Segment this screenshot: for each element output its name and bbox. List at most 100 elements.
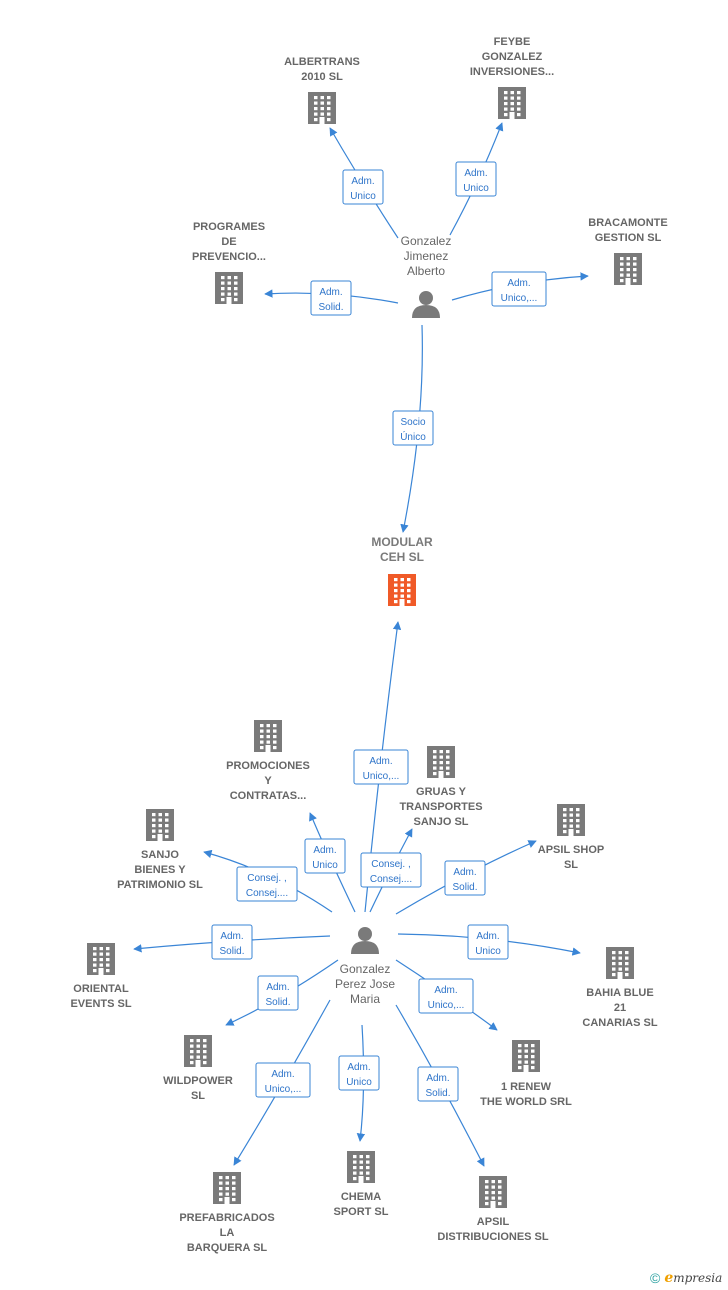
relation-label-line: Adm. xyxy=(507,278,530,289)
relation-label-text: Adm.Unico,... xyxy=(363,756,400,782)
company-programes-building-icon[interactable] xyxy=(215,272,243,304)
company-chema-label-line: CHEMA xyxy=(341,1191,381,1203)
relation-label-bracamonte[interactable]: Adm.Unico,... xyxy=(491,271,547,307)
relation-label-line: Unico,... xyxy=(265,1084,302,1095)
center-company-building-icon[interactable] xyxy=(388,574,416,606)
company-gruas-building-icon[interactable] xyxy=(427,746,455,778)
relation-label-line: Unico,... xyxy=(428,1000,465,1011)
relation-label-wildpower[interactable]: Adm.Solid. xyxy=(257,975,299,1011)
company-renew-building-icon[interactable] xyxy=(512,1040,540,1072)
company-prefabricados-building-icon[interactable] xyxy=(213,1172,241,1204)
relation-label-box xyxy=(236,866,298,902)
company-albertrans-building-icon[interactable] xyxy=(308,92,336,124)
relation-label-feybe[interactable]: Adm.Unico xyxy=(455,161,497,197)
relation-label-text: Adm. Unico xyxy=(346,1062,372,1088)
person-p2-icon[interactable] xyxy=(351,927,379,954)
relation-label-modular2[interactable]: Adm.Unico,... xyxy=(353,749,409,785)
relation-label-programes[interactable]: Adm. Solid. xyxy=(310,280,352,316)
company-sanjo-label-line: PATRIMONIO SL xyxy=(117,879,203,891)
person-p2-label-line: Maria xyxy=(350,992,380,1006)
relation-label-line: Adm. xyxy=(220,931,243,942)
relation-label-promociones[interactable]: Adm.Unico xyxy=(304,838,346,874)
company-apsildist-label-line: APSIL xyxy=(477,1216,510,1228)
relation-label-box xyxy=(491,271,547,307)
relation-label-sanjo[interactable]: Consej. ,Consej.... xyxy=(236,866,298,902)
center-company-label-line: MODULAR xyxy=(371,535,433,549)
brand-logo[interactable]: empresia xyxy=(664,1270,723,1286)
company-apsilshop-building-icon[interactable] xyxy=(557,804,585,836)
company-renew-label-line: 1 RENEW xyxy=(501,1081,552,1093)
company-sanjo-building-icon[interactable] xyxy=(146,809,174,841)
footer-brand: © empresia xyxy=(650,1270,722,1286)
company-albertrans-label-line: 2010 SL xyxy=(301,71,343,83)
relation-label-bahia[interactable]: Adm.Unico xyxy=(467,924,509,960)
person-p2-label-line: Perez Jose xyxy=(335,977,395,991)
company-programes-label-line: DE xyxy=(221,236,236,248)
company-feybe-label-line: FEYBE xyxy=(494,36,531,48)
relation-label-line: Adm. xyxy=(319,287,342,298)
relation-label-chema[interactable]: Adm. Unico xyxy=(338,1055,380,1091)
relation-label-box xyxy=(353,749,409,785)
company-bahia-building-icon[interactable] xyxy=(606,947,634,979)
company-chema-building-icon[interactable] xyxy=(347,1151,375,1183)
company-gruas-label-line: GRUAS Y xyxy=(416,786,467,798)
relation-label-line: Solid. xyxy=(219,946,244,957)
relation-label-apsildist[interactable]: Adm.Solid. xyxy=(417,1066,459,1102)
company-bahia-label-line: 21 xyxy=(614,1002,626,1014)
relation-label-box xyxy=(310,280,352,316)
company-oriental-building-icon[interactable] xyxy=(87,943,115,975)
company-oriental-label-line: ORIENTAL xyxy=(73,983,129,995)
relation-label-gruas[interactable]: Consej. ,Consej.... xyxy=(360,852,422,888)
company-prefabricados-label-line: PREFABRICADOS xyxy=(179,1212,274,1224)
relation-label-text: Consej. ,Consej.... xyxy=(370,859,412,885)
company-apsildist-building-icon[interactable] xyxy=(479,1176,507,1208)
company-oriental-label-line: EVENTS SL xyxy=(70,998,131,1010)
company-promociones-label-line: CONTRATAS... xyxy=(230,790,307,802)
company-bracamonte-building-icon[interactable] xyxy=(614,253,642,285)
relation-label-box xyxy=(360,852,422,888)
company-feybe-building-icon[interactable] xyxy=(498,87,526,119)
relation-label-line: Adm. xyxy=(464,168,487,179)
relation-label-text: Adm.Unico xyxy=(463,168,489,194)
company-bracamonte-label-line: BRACAMONTE xyxy=(588,217,667,229)
company-bahia-label-line: BAHIA BLUE xyxy=(586,987,653,999)
relation-label-line: Unico,... xyxy=(363,771,400,782)
person-p1-label-line: Gonzalez xyxy=(401,234,452,248)
relation-label-box xyxy=(418,978,474,1014)
relation-label-line: Unico xyxy=(346,1077,372,1088)
relation-label-apsilshop[interactable]: Adm.Solid. xyxy=(444,860,486,896)
relation-labels-layer: Adm.UnicoAdm.UnicoAdm.Solid.Adm.Unico,..… xyxy=(211,161,547,1102)
relation-label-text: Adm. Solid. xyxy=(219,931,244,957)
relation-label-line: Adm. xyxy=(313,845,336,856)
company-sanjo-label-line: BIENES Y xyxy=(134,864,186,876)
relation-label-text: Adm.Unico xyxy=(475,931,501,957)
relation-label-box xyxy=(257,975,299,1011)
relation-label-line: Solid. xyxy=(265,997,290,1008)
company-prefabricados-label-line: LA xyxy=(220,1227,235,1239)
company-wildpower-building-icon[interactable] xyxy=(184,1035,212,1067)
relation-label-oriental[interactable]: Adm. Solid. xyxy=(211,924,253,960)
relation-label-line: Solid. xyxy=(318,302,343,313)
relation-label-text: Adm.Solid. xyxy=(452,867,477,893)
relation-label-albertrans[interactable]: Adm.Unico xyxy=(342,169,384,205)
relation-label-box xyxy=(467,924,509,960)
relation-label-text: Adm.Unico,... xyxy=(501,278,538,304)
person-p2-label-line: Gonzalez xyxy=(340,962,391,976)
relation-label-line: Adm. xyxy=(347,1062,370,1073)
company-promociones-building-icon[interactable] xyxy=(254,720,282,752)
relation-label-line: Único xyxy=(400,430,426,443)
relation-label-renew[interactable]: Adm.Unico,... xyxy=(418,978,474,1014)
person-p1-icon[interactable] xyxy=(412,291,440,318)
relation-label-prefabricados[interactable]: Adm.Unico,... xyxy=(255,1062,311,1098)
relation-label-line: Unico xyxy=(350,191,376,202)
relation-label-line: Consej.... xyxy=(370,874,412,885)
